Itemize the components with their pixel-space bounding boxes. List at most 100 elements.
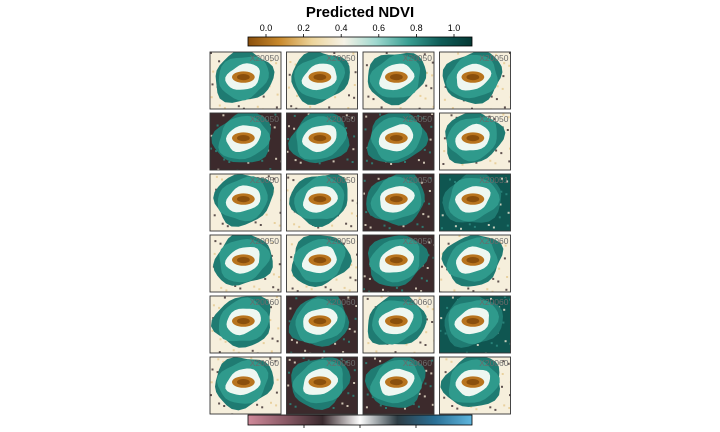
- panel-border: [439, 356, 511, 415]
- panel-border: [286, 112, 358, 171]
- panel-label: X20050: [250, 114, 280, 124]
- panel-label: X20050: [326, 53, 356, 63]
- panel: X20050: [209, 51, 282, 110]
- ndvi-core-center: [466, 73, 480, 81]
- panel: X20060: [286, 295, 358, 354]
- ndvi-core-center: [236, 317, 250, 325]
- ndvi-core-center: [313, 256, 327, 264]
- panel-border: [439, 112, 511, 171]
- ndvi-core-center: [236, 73, 250, 81]
- panel: X20050: [209, 173, 282, 232]
- panel: X20060: [439, 234, 511, 293]
- panel: X20050: [362, 51, 435, 110]
- panel-border: [286, 295, 358, 354]
- panel-label: X20060: [403, 297, 433, 307]
- panel-border: [209, 51, 282, 110]
- panel-border: [286, 51, 358, 110]
- ndvi-core-center: [236, 256, 250, 264]
- panel: X20050: [286, 173, 358, 232]
- panel-border: [286, 356, 358, 415]
- panel: X20060: [362, 295, 435, 354]
- panel-border: [362, 295, 435, 354]
- colorbar-bottom: [247, 414, 473, 428]
- ndvi-core-center: [466, 378, 480, 386]
- colorbar-bottom-bar: [247, 414, 473, 426]
- ndvi-core-center: [313, 134, 327, 142]
- ndvi-core-center: [466, 256, 480, 264]
- ndvi-core-center: [389, 73, 403, 81]
- panel-label: X20050: [479, 114, 509, 124]
- colorbar-tick-label: 0.0: [260, 23, 273, 33]
- panel: X20050: [362, 173, 435, 232]
- panel-border: [209, 234, 282, 293]
- panel-border: [439, 295, 511, 354]
- panel: X20050: [439, 112, 511, 171]
- panel-border: [439, 173, 511, 232]
- colorbar-tick-label: 0.4: [335, 23, 348, 33]
- panel-label: X20060: [479, 297, 509, 307]
- panel-border: [209, 356, 282, 415]
- panel: X20050: [286, 112, 358, 171]
- panel-label: X20050: [326, 114, 356, 124]
- panel-border: [286, 234, 358, 293]
- panel: X20050: [362, 112, 435, 171]
- ndvi-core-center: [466, 195, 480, 203]
- panel-label: X20050: [326, 236, 356, 246]
- panel-label: X20060: [403, 358, 433, 368]
- panel: X20050: [209, 234, 282, 293]
- ndvi-core-center: [389, 256, 403, 264]
- ndvi-core-center: [236, 134, 250, 142]
- panel-border: [362, 112, 435, 171]
- colorbar-tick-label: 1.0: [448, 23, 461, 33]
- panel-border: [362, 356, 435, 415]
- panel-border: [362, 234, 435, 293]
- panel-label: X20050: [403, 114, 433, 124]
- panel-label: X20060: [250, 358, 280, 368]
- panel-label: X20050: [479, 53, 509, 63]
- panel: X20050: [286, 51, 358, 110]
- panel-border: [439, 51, 511, 110]
- colorbar-tick-label: 0.2: [297, 23, 310, 33]
- ndvi-core-center: [389, 195, 403, 203]
- panel-label: X20060: [479, 358, 509, 368]
- colorbar-tick-label: 0.8: [410, 23, 423, 33]
- ndvi-core-center: [389, 317, 403, 325]
- panel-label: X20050: [403, 175, 433, 185]
- ndvi-core-center: [313, 378, 327, 386]
- panel: X20060: [439, 295, 511, 354]
- panel: X20060: [286, 356, 358, 415]
- panel: X20051: [439, 173, 511, 232]
- panel-label: X20050: [250, 175, 280, 185]
- colorbar-top-bar: [247, 36, 473, 47]
- ndvi-core-center: [389, 378, 403, 386]
- panel: X20060: [439, 356, 511, 415]
- panel-label: X20060: [479, 236, 509, 246]
- chart-title: Predicted NDVI: [306, 4, 414, 21]
- panel-label: X20060: [326, 297, 356, 307]
- ndvi-core-center: [466, 317, 480, 325]
- panel: X20050: [362, 234, 435, 293]
- panel-label: X20050: [250, 53, 280, 63]
- panel-label: X20050: [403, 53, 433, 63]
- colorbar-tick-label: 0.6: [373, 23, 386, 33]
- panel: X20060: [209, 356, 282, 415]
- panel-border: [286, 173, 358, 232]
- panel: X20060: [209, 295, 282, 354]
- panel-border: [439, 234, 511, 293]
- ndvi-core-center: [236, 195, 250, 203]
- ndvi-core-center: [313, 195, 327, 203]
- panel-label: X20050: [250, 236, 280, 246]
- panel-label: X20051: [479, 175, 509, 185]
- ndvi-core-center: [313, 317, 327, 325]
- panel: X20060: [362, 356, 435, 415]
- panel: X20050: [439, 51, 511, 110]
- ndvi-core-center: [466, 134, 480, 142]
- panel-label: X20050: [403, 236, 433, 246]
- panel-border: [362, 173, 435, 232]
- panel-border: [209, 295, 282, 354]
- ndvi-core-center: [313, 73, 327, 81]
- panel: X20050: [286, 234, 358, 293]
- panel: X20050: [209, 112, 282, 171]
